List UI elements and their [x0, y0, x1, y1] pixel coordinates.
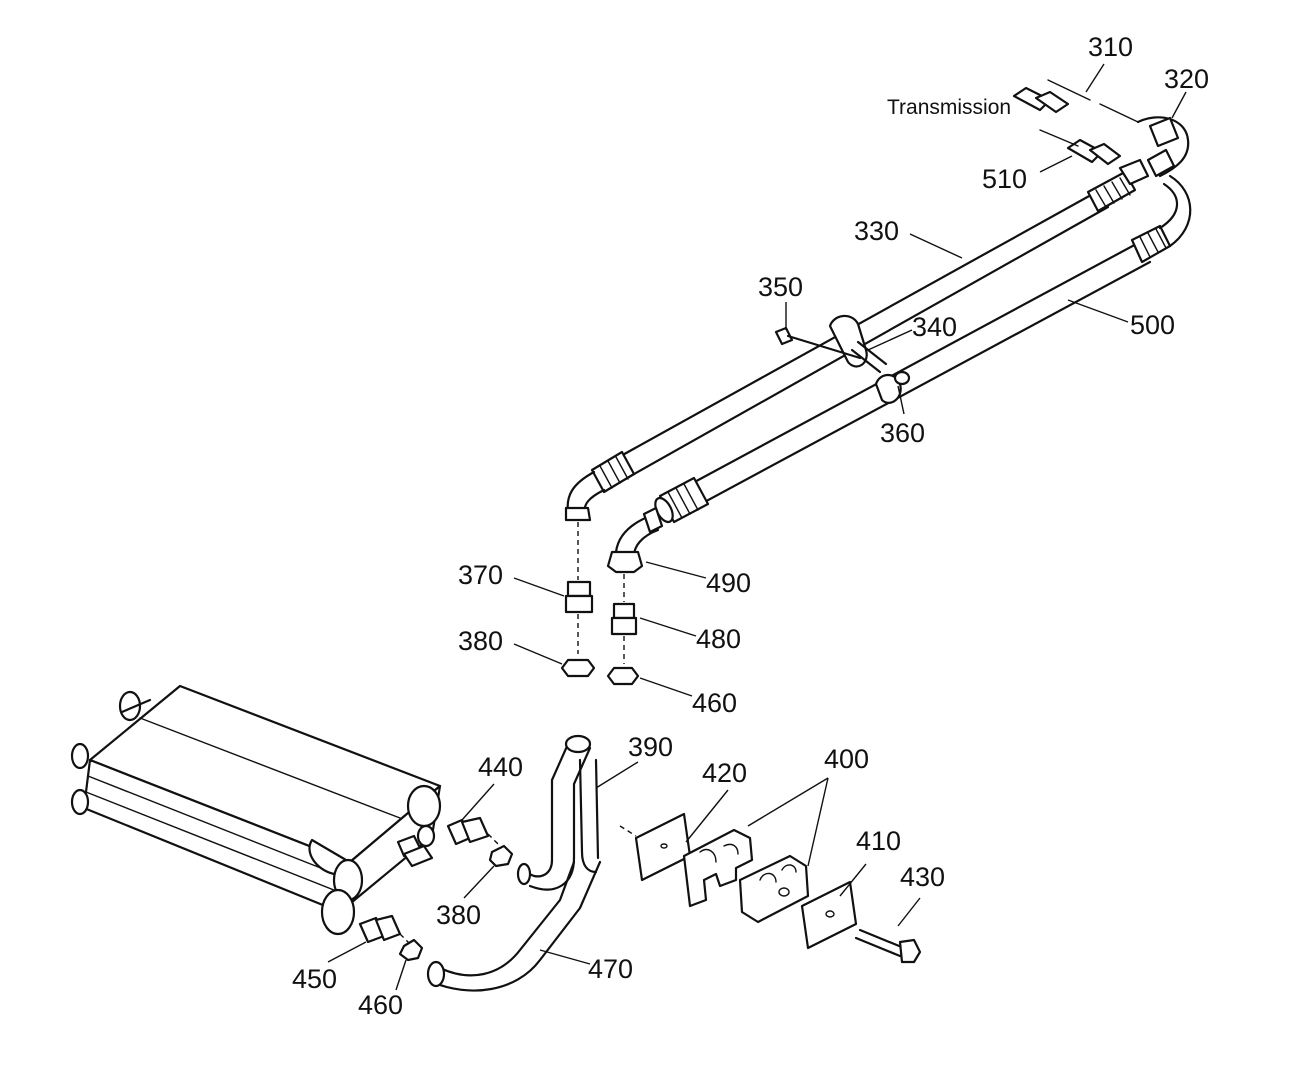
- callout-380-upper: 380: [458, 626, 503, 656]
- fitting-450: [358, 914, 411, 945]
- callout-420: 420: [702, 758, 747, 788]
- callout-390: 390: [628, 732, 673, 762]
- nut-380-upper: [560, 658, 596, 678]
- callout-430: 430: [900, 862, 945, 892]
- pipe-390: [516, 734, 600, 891]
- callout-380-lower: 380: [436, 900, 481, 930]
- fitting-480: [610, 574, 638, 664]
- plate-410: [800, 880, 858, 950]
- callout-480: 480: [696, 624, 741, 654]
- callout-320: 320: [1164, 64, 1209, 94]
- callout-460-lower: 460: [358, 990, 403, 1020]
- callout-450: 450: [292, 964, 337, 994]
- pipe-470: [426, 860, 602, 992]
- callout-400: 400: [824, 744, 869, 774]
- callout-370: 370: [458, 560, 503, 590]
- callout-410: 410: [856, 826, 901, 856]
- callout-310: 310: [1088, 32, 1133, 62]
- fitting-440: [446, 816, 501, 847]
- callout-490: 490: [706, 568, 751, 598]
- fitting-510: [1039, 129, 1150, 186]
- bracket-400-upper: [682, 828, 754, 908]
- callout-350: 350: [758, 272, 803, 302]
- callout-460-upper: 460: [692, 688, 737, 718]
- bolt-350: [774, 326, 862, 360]
- bolt-430: [854, 928, 922, 964]
- clamp-340: [828, 314, 902, 404]
- callout-340: 340: [912, 312, 957, 342]
- oil-cooler: [70, 684, 442, 936]
- fitting-370: [564, 522, 594, 654]
- plate-420: [619, 812, 692, 882]
- hose-500: [654, 174, 1192, 524]
- nut-460-upper: [606, 666, 640, 686]
- nut-460-lower: [398, 938, 424, 962]
- fitting-320: [1099, 103, 1190, 178]
- nut-360: [893, 370, 911, 386]
- callout-440: 440: [478, 752, 523, 782]
- hose-330: [564, 170, 1137, 522]
- fitting-310: [1012, 79, 1091, 114]
- callout-470: 470: [588, 954, 633, 984]
- callout-510: 510: [982, 164, 1027, 194]
- nut-380-lower: [488, 844, 514, 868]
- callout-500: 500: [1130, 310, 1175, 340]
- callout-360: 360: [880, 418, 925, 448]
- elbow-490: [606, 506, 664, 574]
- leader-lines: [327, 63, 1187, 991]
- callout-330: 330: [854, 216, 899, 246]
- transmission-label: Transmission: [887, 96, 1011, 119]
- bracket-400-lower: [738, 854, 810, 924]
